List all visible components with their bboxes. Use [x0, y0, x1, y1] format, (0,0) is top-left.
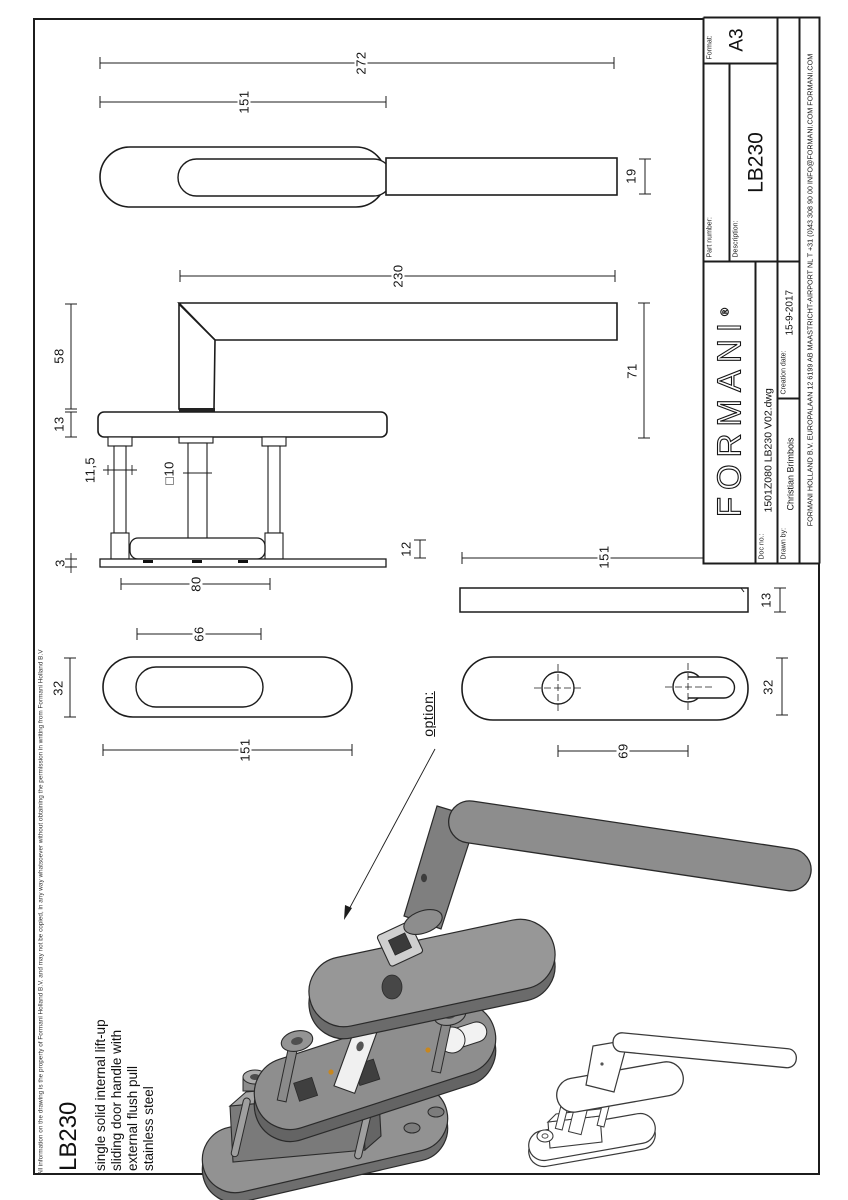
format-cell: Format: A3 [703, 16, 778, 64]
dim-lever-length: 230 [390, 262, 406, 290]
exploded-view [201, 800, 812, 1200]
dim-cover-thickness: 13 [758, 592, 774, 608]
sheet-border [33, 18, 820, 1175]
product-description-line: sliding door handle with [108, 1029, 124, 1171]
dim-flush-length: 151 [237, 736, 253, 764]
copyright-notice: All information on the drawing is the pr… [37, 649, 45, 1175]
dim-flush-width: 32 [50, 680, 66, 696]
creation-date-label: Creation date: [780, 350, 788, 395]
dim-handle-height: 58 [51, 348, 67, 364]
exploded-rosette [308, 918, 556, 1040]
doc-no-value: 1501Z080 LB230 V02.dwg [762, 388, 775, 513]
part-number-label: Part number: [706, 217, 714, 258]
doc-no-cell: Doc no.: 1501Z080 LB230 V02.dwg [755, 261, 778, 564]
drawn-by-cell: Drawn by: Christian Brimbois [777, 398, 800, 564]
dim-plate-length: 151 [236, 88, 252, 116]
view-cover [459, 552, 786, 613]
registered-mark-icon: ® [719, 307, 732, 317]
part-number-cell: Part number: [703, 63, 730, 262]
assembled-view [528, 1032, 797, 1168]
dim-hole-spacing-80: 80 [188, 574, 204, 594]
dim-overall-length: 272 [353, 49, 369, 77]
dim-option-hole-spacing: 69 [615, 741, 631, 761]
dim-spindle: □10 [161, 461, 177, 485]
dim-lever-width: 19 [623, 168, 639, 184]
description-value: LB230 [744, 132, 768, 193]
formani-logo: FORMANI® [710, 307, 748, 518]
format-label: Format: [706, 35, 714, 60]
dim-grip-clearance: 71 [624, 363, 640, 379]
product-description-line: stainless steel [140, 1086, 156, 1171]
company-address: FORMANI HOLLAND B.V. EUROPALAAN 12 6199 … [805, 53, 815, 527]
view-side [65, 270, 650, 573]
product-description-block: LB230 single solid internal lift-up slid… [55, 909, 161, 1171]
dim-pin-width: 11,5 [82, 456, 98, 484]
creation-date-value: 15-9-2017 [784, 289, 796, 336]
product-description-line: external flush pull [124, 1065, 140, 1171]
logo-cell: FORMANI® [703, 261, 756, 564]
view-flush-pull [64, 578, 353, 756]
dim-cover-length: 151 [596, 543, 612, 571]
doc-no-label: Doc no.: [758, 533, 766, 560]
title-block: FORMANI® Doc no.: 1501Z080 LB230 V02.dwg… [702, 16, 821, 565]
dim-cup-depth: 12 [398, 541, 414, 557]
empty-cell [777, 16, 800, 262]
option-label: option: [420, 691, 436, 737]
dim-plate-thickness: 3 [52, 559, 68, 567]
creation-date-cell: Creation date: 15-9-2017 [777, 261, 800, 399]
dim-slot-length: 66 [191, 624, 207, 644]
product-code: LB230 [55, 1101, 82, 1171]
dim-rosette-thickness: 13 [51, 416, 67, 432]
description-label: Description: [732, 220, 740, 258]
option-leader-arrow [344, 748, 436, 920]
view-option-plate [344, 656, 788, 920]
view-top [99, 57, 651, 208]
drawn-by-value: Christian Brimbois [785, 437, 796, 511]
drawn-by-label: Drawn by: [780, 527, 788, 560]
company-address-cell: FORMANI HOLLAND B.V. EUROPALAAN 12 6199 … [799, 16, 821, 564]
product-description-line: single solid internal lift-up [93, 1019, 108, 1171]
exploded-handle [403, 800, 812, 935]
dim-option-width: 32 [760, 679, 776, 695]
format-value: A3 [726, 28, 748, 52]
description-cell: Description: LB230 [729, 63, 778, 262]
